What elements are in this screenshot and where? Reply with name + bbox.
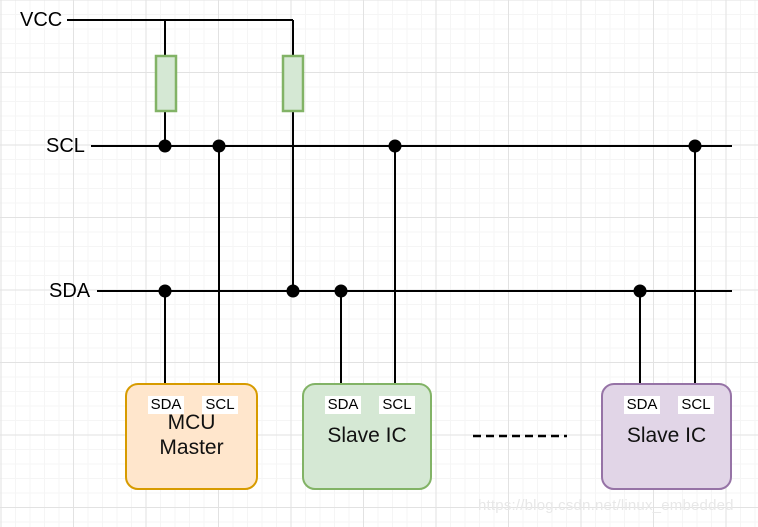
mcu-master-title: MCU Master — [159, 411, 224, 459]
slave1-scl-pin-label: SCL — [379, 396, 415, 414]
junction-dot-sda-slave2 — [633, 284, 647, 298]
slave2-sda-pin-label: SDA — [624, 396, 660, 414]
junction-dot-scl-slave1 — [388, 139, 402, 153]
node-slave-ic-1: SDA SCL Slave IC — [302, 383, 432, 490]
slave-ic-1-title: Slave IC — [327, 424, 407, 447]
csdn-watermark: https://blog.csdn.net/linux_embedded — [478, 497, 734, 514]
scl-bus-label: SCL — [46, 135, 85, 157]
mcu-scl-pin-label: SCL — [202, 396, 238, 414]
mcu-sda-pin-label: SDA — [148, 396, 184, 414]
pullup-resistor-sda — [281, 54, 305, 113]
node-slave-ic-2: SDA SCL Slave IC — [601, 383, 732, 490]
junction-dot-scl-slave2 — [688, 139, 702, 153]
node-mcu-master: SDA SCL MCU Master — [125, 383, 258, 490]
slave1-sda-pin-label: SDA — [325, 396, 361, 414]
sda-bus-label: SDA — [49, 280, 91, 302]
vcc-rail-label: VCC — [20, 9, 63, 31]
slave2-scl-pin-label: SCL — [678, 396, 714, 414]
junction-dot-scl-pullup — [158, 139, 172, 153]
junction-dot-sda-mcu — [158, 284, 172, 298]
slave-ic-2-title: Slave IC — [626, 424, 707, 447]
pullup-resistor-scl — [154, 54, 178, 113]
junction-dot-sda-slave1 — [334, 284, 348, 298]
junction-dot-scl-mcu — [212, 139, 226, 153]
junction-dot-sda-pullup — [286, 284, 300, 298]
